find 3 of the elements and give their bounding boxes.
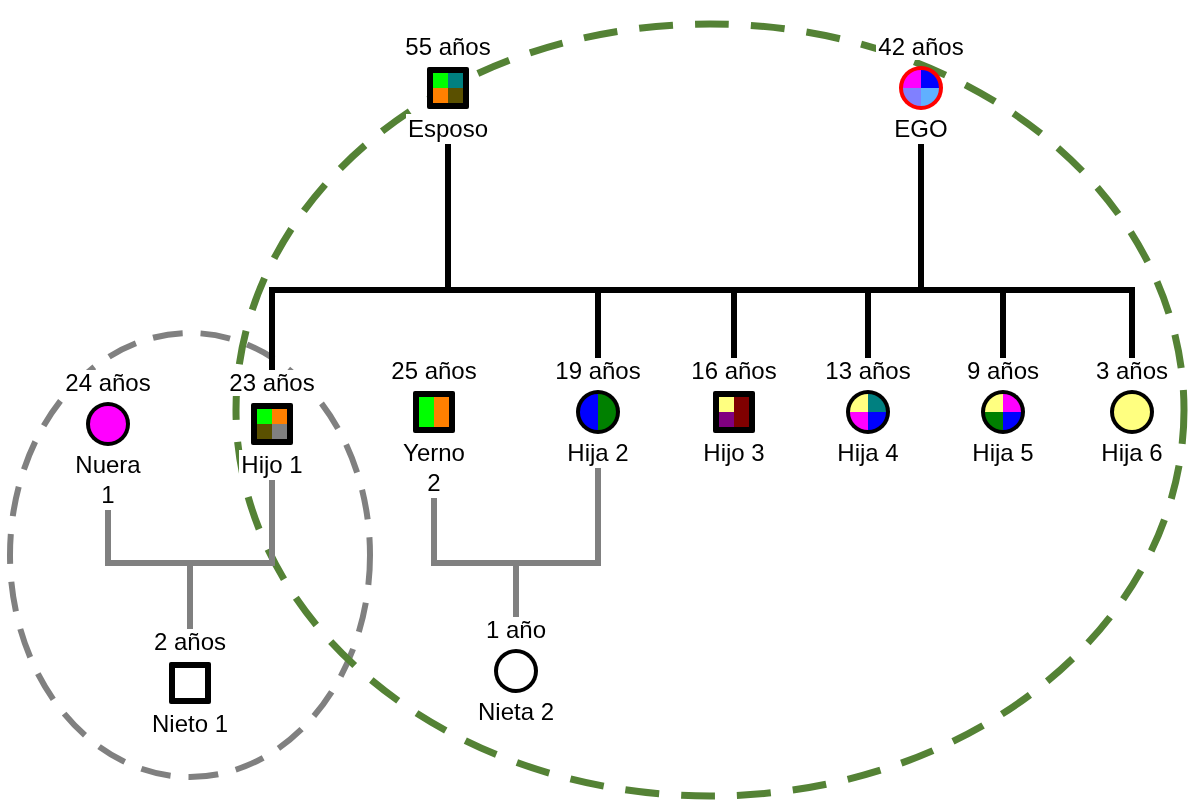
person-name: Esposo: [405, 114, 491, 144]
person-name: Hijo 1: [239, 450, 305, 480]
age-label: 23 años: [227, 370, 317, 396]
